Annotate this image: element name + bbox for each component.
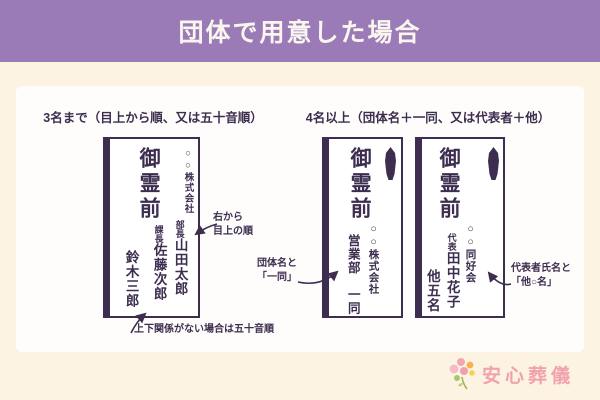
company-name: ○○株式会社 <box>182 148 194 214</box>
department-ichido: 営業部 一同 <box>345 234 360 315</box>
rep-name: 田中花子 <box>444 251 460 309</box>
note-rep-others: 代表者氏名と 「他○名」 <box>511 263 571 288</box>
brush-ornament-icon <box>488 147 499 180</box>
rep-name-column: 代表田中花子 <box>443 233 461 309</box>
envelope-group: 御霊前 ○○株式会社 営業部 一同 <box>322 137 403 318</box>
note-gojuon-order: 上下関係がない場合は五十音順 <box>134 324 274 335</box>
person-name: 鈴木三郎 <box>123 250 139 308</box>
others-column: 他五名 <box>424 269 440 313</box>
name-column-1: 部長山田太郎 <box>171 220 189 296</box>
envelope-spine <box>324 139 329 316</box>
flower-icon <box>449 358 475 390</box>
site-logo: 安心葬儀 <box>446 356 574 392</box>
subtitle-up-to-3: 3名まで（目上から順、又は五十音順） <box>43 111 263 125</box>
subtitle-4-or-more: 4名以上（団体名＋一同、又は代表者＋他） <box>305 111 551 125</box>
logo-text: 安心葬儀 <box>481 365 574 387</box>
goreizen-heading: 御霊前 <box>137 147 161 222</box>
job-title: 部長 <box>174 220 185 238</box>
job-title: 課長 <box>153 225 164 243</box>
note-seniority-order: 右から 目上の順 <box>213 212 253 237</box>
envelope-three-names: ○○株式会社 御霊前 部長山田太郎 課長佐藤次郎 鈴木三郎 <box>103 137 200 318</box>
name-column-3: 鈴木三郎 <box>122 250 140 308</box>
envelope-representative: 御霊前 ○○同好会 代表田中花子 他五名 <box>415 137 505 318</box>
goreizen-heading: 御霊前 <box>348 147 372 222</box>
person-name: 山田太郎 <box>172 238 188 296</box>
page-title: 団体で用意した場合 <box>178 19 422 47</box>
person-name: 佐藤次郎 <box>151 243 167 301</box>
envelope-spine <box>417 139 422 316</box>
note-group-ichido: 団体名と 「一同」 <box>257 258 297 283</box>
title-bar: 団体で用意した場合 <box>0 0 600 62</box>
goreizen-heading: 御霊前 <box>437 147 461 222</box>
brush-ornament-icon <box>385 147 396 180</box>
club-name: ○○同好会 <box>464 223 477 284</box>
rep-title: 代表 <box>446 233 457 251</box>
company-name: ○○株式会社 <box>367 223 380 295</box>
name-column-2: 課長佐藤次郎 <box>150 225 168 301</box>
envelope-spine <box>105 139 110 316</box>
